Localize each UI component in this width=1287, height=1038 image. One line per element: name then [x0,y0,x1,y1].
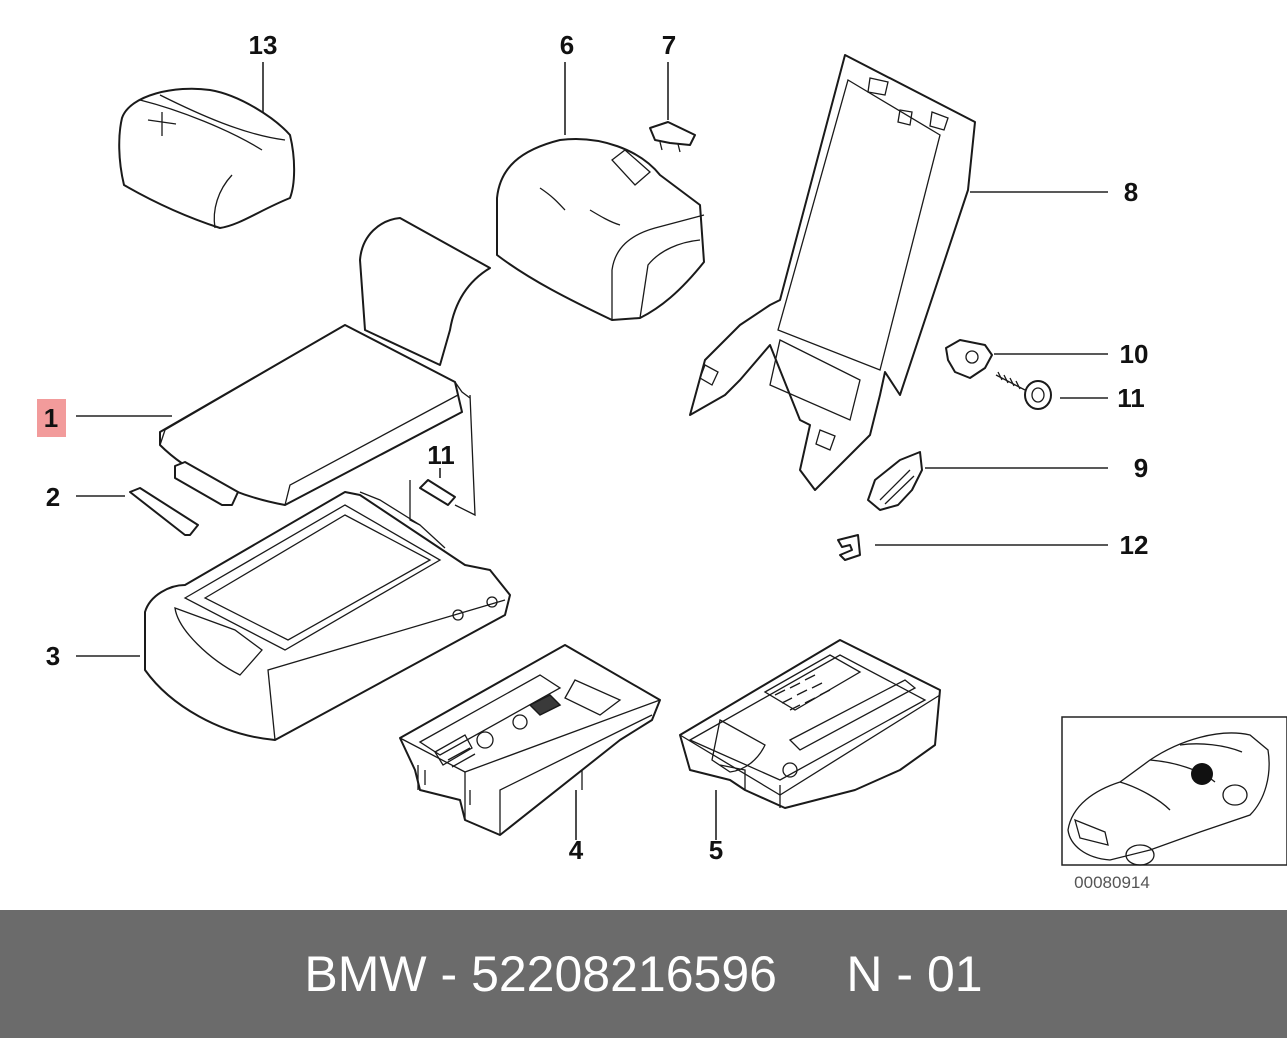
callout-6: 6 [560,30,574,60]
footer-part-number: 52208216596 [471,946,777,1002]
footer-bar: BMW - 52208216596 N - 01 [0,910,1287,1038]
part-13-first-aid-kit [118,87,296,229]
part-11-screw [995,371,1052,410]
footer-position: N - 01 [846,946,983,1002]
part-4-storage-tray [399,644,661,836]
part-12-clip [837,534,861,561]
part-7-clip [649,121,696,153]
part-1-armrest-lid [159,217,491,506]
callout-3: 3 [46,641,60,671]
callout-4: 4 [569,835,584,865]
location-marker-icon [1191,763,1213,785]
part-5-phone-tray [679,639,941,809]
part-10-nut [945,339,993,379]
footer-brand: BMW [304,946,427,1002]
callout-11-right: 11 [1117,383,1145,413]
callout-11-left: 11 [427,440,455,470]
locator-inset: 00080914 [1061,716,1287,892]
parts-diagram: 13 6 7 8 10 11 9 12 1 2 3 11 4 5 0008091… [37,30,1287,892]
callout-5: 5 [709,835,723,865]
part-2-hinge-cover [129,461,239,536]
leader-lines [76,62,1108,840]
reference-code: 00080914 [1074,873,1150,892]
callout-labels: 13 6 7 8 10 11 9 12 1 2 3 11 4 5 [44,30,1149,865]
callout-13: 13 [249,30,278,60]
callout-10: 10 [1120,339,1149,369]
footer-separator: - [440,946,458,1002]
part-6-armrest-cover [496,138,705,321]
callout-8: 8 [1124,177,1138,207]
callout-2: 2 [46,482,60,512]
footer-caption: BMW - 52208216596 N - 01 [0,910,1287,1038]
callout-12: 12 [1120,530,1149,560]
callout-1-highlight [37,399,66,437]
part-3-armrest-base [144,491,511,741]
part-8-backrest-frame [689,54,976,491]
callout-7: 7 [662,30,676,60]
callout-9: 9 [1134,453,1148,483]
callout-1: 1 [44,403,58,433]
part-9-trim [867,451,923,511]
